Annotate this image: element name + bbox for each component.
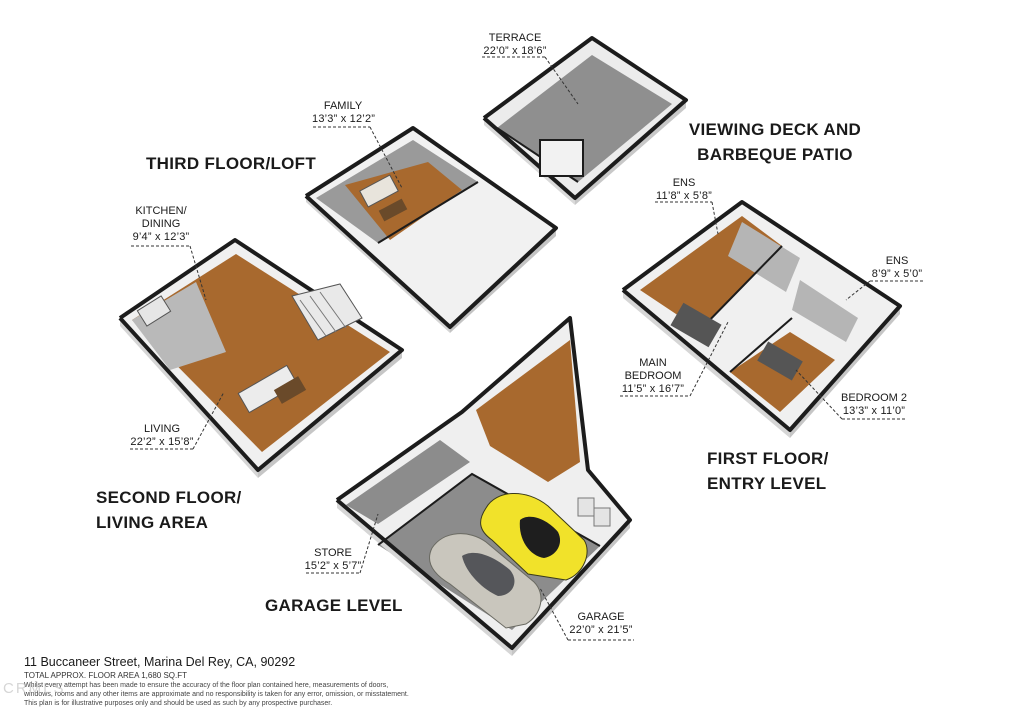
store-label: STORE 15’2” x 5’7” xyxy=(302,547,364,573)
heading-line: LIVING AREA xyxy=(96,513,209,532)
ens-right-label: ENS 8’9” x 5’0” xyxy=(866,255,928,281)
ens-left-label: ENS 11’8” x 5’8” xyxy=(652,177,716,203)
family-label: FAMILY 13’3” x 12’2” xyxy=(312,100,376,126)
heading-line: SECOND FLOOR/ xyxy=(96,488,242,507)
first-floor-heading: FIRST FLOOR/ ENTRY LEVEL xyxy=(707,446,829,496)
bedroom2-label: BEDROOM 2 13’3” x 11’0” xyxy=(840,392,908,418)
watermark: CRMLS xyxy=(3,680,66,697)
silver-car-icon xyxy=(428,533,542,629)
heading-line: BARBEQUE PATIO xyxy=(697,145,853,164)
room-dimensions: 22’2” x 15’8” xyxy=(130,436,194,448)
terrace-plan xyxy=(482,36,688,205)
room-name: STORE xyxy=(314,547,352,559)
heading-line: THIRD FLOOR/LOFT xyxy=(146,154,317,173)
room-dimensions: 9’4” x 12’3” xyxy=(132,231,190,243)
room-name: TERRACE xyxy=(488,32,542,44)
main-bedroom-label: MAIN BEDROOM 11’5” x 16’7” xyxy=(616,357,690,396)
room-name: MAIN xyxy=(639,357,667,369)
heading-line: VIEWING DECK AND xyxy=(688,120,862,139)
total-floor-area: TOTAL APPROX. FLOOR AREA 1,680 SQ.FT xyxy=(24,671,188,680)
room-dimensions: 11’5” x 16’7” xyxy=(621,383,685,395)
room-dimensions: 22’0” x 18’6” xyxy=(483,45,547,57)
room-name: ENS xyxy=(885,255,909,267)
room-name: LIVING xyxy=(143,423,181,435)
heading-line: ENTRY LEVEL xyxy=(707,474,827,493)
disclaimer-line: This plan is for illustrative purposes o… xyxy=(24,700,333,707)
room-name: DINING xyxy=(141,218,181,230)
room-name: GARAGE xyxy=(577,611,625,623)
disclaimer-line: windows, rooms and any other items are a… xyxy=(24,691,409,698)
garage-label: GARAGE 22’0” x 21’5” xyxy=(566,611,636,637)
garage-level-heading: GARAGE LEVEL xyxy=(265,593,403,618)
third-floor-plan xyxy=(304,126,558,333)
room-name: FAMILY xyxy=(323,100,363,112)
room-dimensions: 22’0” x 21’5” xyxy=(569,624,633,636)
room-dimensions: 11’8” x 5’8” xyxy=(656,190,712,202)
third-floor-heading: THIRD FLOOR/LOFT xyxy=(146,151,316,176)
viewing-deck-heading: VIEWING DECK AND BARBEQUE PATIO xyxy=(686,117,864,167)
garage-level-plan xyxy=(335,316,632,656)
room-name: BEDROOM 2 xyxy=(840,392,907,404)
room-dimensions: 13’3” x 11’0” xyxy=(842,405,906,417)
heading-line: GARAGE LEVEL xyxy=(265,596,403,615)
room-dimensions: 15’2” x 5’7” xyxy=(304,560,362,572)
second-floor-heading: SECOND FLOOR/ LIVING AREA xyxy=(96,485,242,535)
yellow-car-icon xyxy=(480,493,588,581)
room-dimensions: 13’3” x 12’2” xyxy=(312,113,376,125)
room-name: KITCHEN/ xyxy=(135,205,187,217)
property-address: 11 Buccaneer Street, Marina Del Rey, CA,… xyxy=(24,655,296,669)
second-floor-plan xyxy=(118,238,404,478)
kitchen-dining-label: KITCHEN/ DINING 9’4” x 12’3” xyxy=(128,205,194,244)
terrace-label: TERRACE 22’0” x 18’6” xyxy=(482,32,548,58)
disclaimer-line: Whilst every attempt has been made to en… xyxy=(24,682,389,689)
leader-lines xyxy=(130,56,925,641)
room-name: ENS xyxy=(672,177,696,189)
room-dimensions: 8’9” x 5’0” xyxy=(871,268,923,280)
heading-line: FIRST FLOOR/ xyxy=(707,449,829,468)
living-label: LIVING 22’2” x 15’8” xyxy=(128,423,196,449)
footer: 11 Buccaneer Street, Marina Del Rey, CA,… xyxy=(24,654,454,708)
room-name: BEDROOM xyxy=(624,370,682,382)
